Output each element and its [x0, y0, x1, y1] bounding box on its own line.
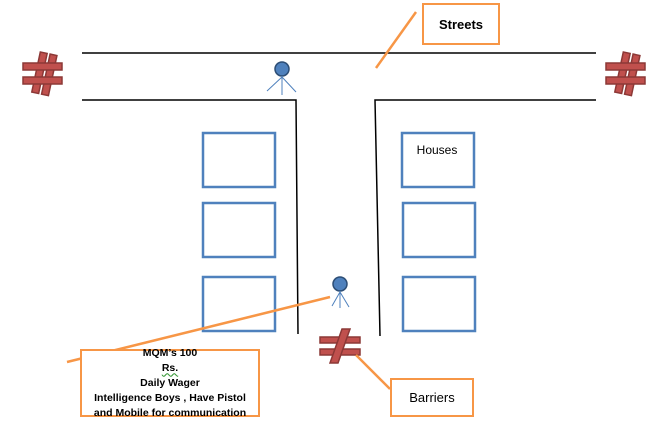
- barrier-icon: [22, 51, 63, 97]
- street-line-left: [82, 99, 299, 335]
- barriers-label: Barriers: [409, 390, 455, 405]
- barrier-icon: [605, 51, 646, 97]
- wager-text-line-2: Intelligence Boys , Have Pistol: [94, 391, 246, 404]
- house-left-1: [201, 131, 277, 189]
- barriers-connector: [355, 354, 391, 390]
- wager-text-line-1b: Rs.: [161, 361, 179, 374]
- person-icon: [331, 276, 350, 308]
- house-right-1: [400, 131, 476, 189]
- house-left-2: [201, 201, 277, 259]
- wager-text-line-1a: MQM’s 100: [142, 346, 198, 359]
- wager-text-line-3: and Mobile for communication: [93, 406, 247, 419]
- streets-connector: [374, 11, 418, 69]
- person-icon: [266, 61, 297, 95]
- wager-text-line-1: MQM’s 100 Rs. Daily Wager: [140, 346, 200, 391]
- streets-callout: Streets: [422, 3, 500, 45]
- wager-callout: MQM’s 100 Rs. Daily Wager Intelligence B…: [80, 346, 260, 419]
- street-line-right: [374, 99, 596, 337]
- house-right-2: [401, 201, 477, 259]
- barrier-icon: [319, 328, 361, 364]
- house-right-3: [401, 275, 477, 333]
- barriers-callout: Barriers: [390, 378, 474, 417]
- houses-label: Houses: [416, 143, 458, 157]
- house-left-3: [201, 275, 277, 333]
- streets-label: Streets: [438, 16, 484, 32]
- wager-text-line-1c: Daily Wager: [140, 376, 200, 389]
